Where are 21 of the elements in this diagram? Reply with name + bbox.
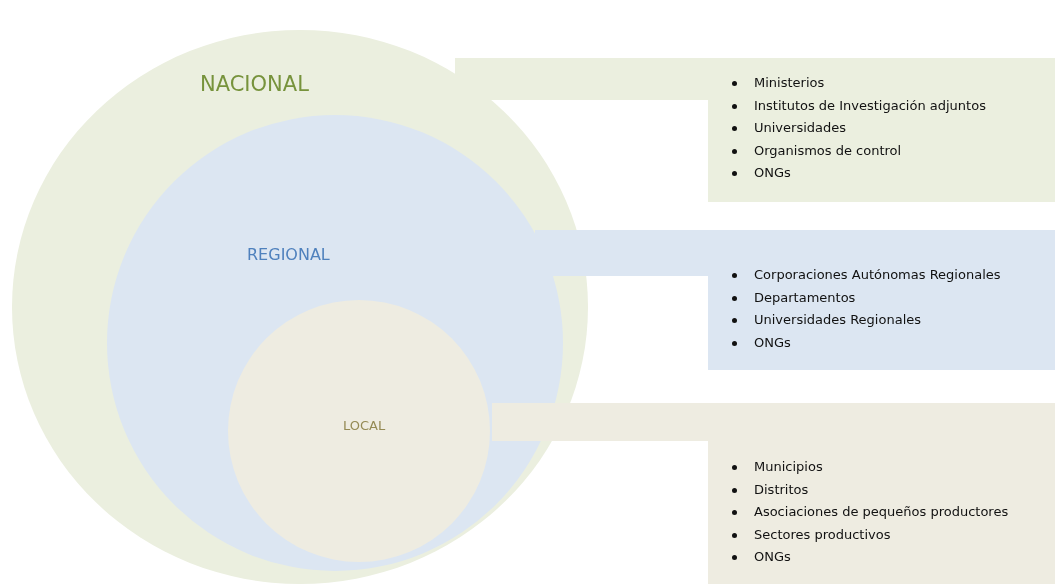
- tab-band: [492, 403, 708, 441]
- list-item: Institutos de Investigación adjuntos: [726, 94, 986, 117]
- list-item: Universidades: [726, 117, 986, 140]
- level-title: LOCAL: [343, 418, 386, 433]
- level-title: NACIONAL: [200, 72, 309, 96]
- list-item: Distritos: [726, 478, 1009, 501]
- list-item: Departamentos: [726, 286, 1001, 309]
- list-panel: [708, 403, 1055, 584]
- list-item: ONGs: [726, 546, 1009, 569]
- list-item: Organismos de control: [726, 139, 986, 162]
- list-item: Sectores productivos: [726, 523, 1009, 546]
- list-item: Ministerios: [726, 72, 986, 95]
- level-title: REGIONAL: [247, 245, 330, 264]
- list-item: Universidades Regionales: [726, 309, 1001, 332]
- list-panel: [708, 58, 1055, 202]
- list-item: ONGs: [726, 162, 986, 185]
- list-item: Municipios: [726, 456, 1009, 479]
- list-item: Corporaciones Autónomas Regionales: [726, 264, 1001, 287]
- list-item: ONGs: [726, 331, 1001, 354]
- list-item: Asociaciones de pequeños productores: [726, 501, 1009, 524]
- list-panel: [708, 230, 1055, 370]
